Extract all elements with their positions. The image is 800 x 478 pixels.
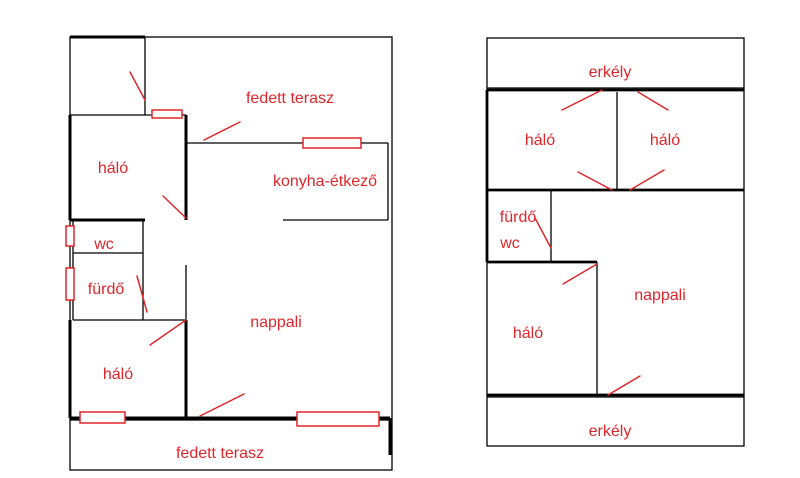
label-wc: wc: [93, 236, 114, 253]
label-halo-right: háló: [650, 132, 680, 149]
door-swing: [607, 375, 641, 396]
left-outer-wall: [69, 36, 393, 471]
left-floor-plan: fedett terasz háló konyha-étkező wc fürd…: [65, 35, 393, 471]
door-swing: [629, 169, 665, 191]
door-swing: [534, 217, 552, 249]
door-swing: [561, 89, 603, 111]
label-halo-lower: háló: [513, 325, 543, 342]
window: [79, 411, 126, 424]
label-halo-upper: háló: [98, 160, 128, 177]
window: [65, 225, 75, 247]
window: [65, 267, 75, 301]
door-swing: [199, 393, 245, 417]
label-erkely-top: erkély: [589, 64, 632, 81]
window: [302, 137, 362, 149]
label-halo-left: háló: [525, 132, 555, 149]
door-swing: [136, 275, 148, 313]
label-halo-lower: háló: [103, 366, 133, 383]
label-erkely-bottom: erkély: [589, 423, 632, 440]
label-wc: wc: [499, 235, 520, 252]
label-fedett-terasz-top: fedett terasz: [246, 90, 334, 107]
door-swing: [149, 319, 187, 346]
door-swing: [637, 91, 669, 111]
door-swing: [562, 263, 598, 285]
door-swing: [162, 195, 187, 219]
label-nappali: nappali: [250, 314, 302, 331]
right-floor-plan: erkély háló háló fürdő wc nappali háló e…: [485, 37, 745, 447]
window: [296, 411, 380, 427]
label-furdo: fürdő: [500, 209, 537, 226]
window: [151, 109, 183, 119]
door-swing: [129, 71, 146, 101]
label-fedett-terasz-bottom: fedett terasz: [176, 445, 264, 462]
right-outer-wall: [486, 37, 745, 447]
label-furdo: fürdő: [88, 281, 125, 298]
label-nappali: nappali: [634, 287, 686, 304]
label-konyha-etkezo: konyha-étkező: [273, 173, 377, 190]
door-swing: [577, 171, 613, 191]
door-swing: [203, 121, 241, 141]
